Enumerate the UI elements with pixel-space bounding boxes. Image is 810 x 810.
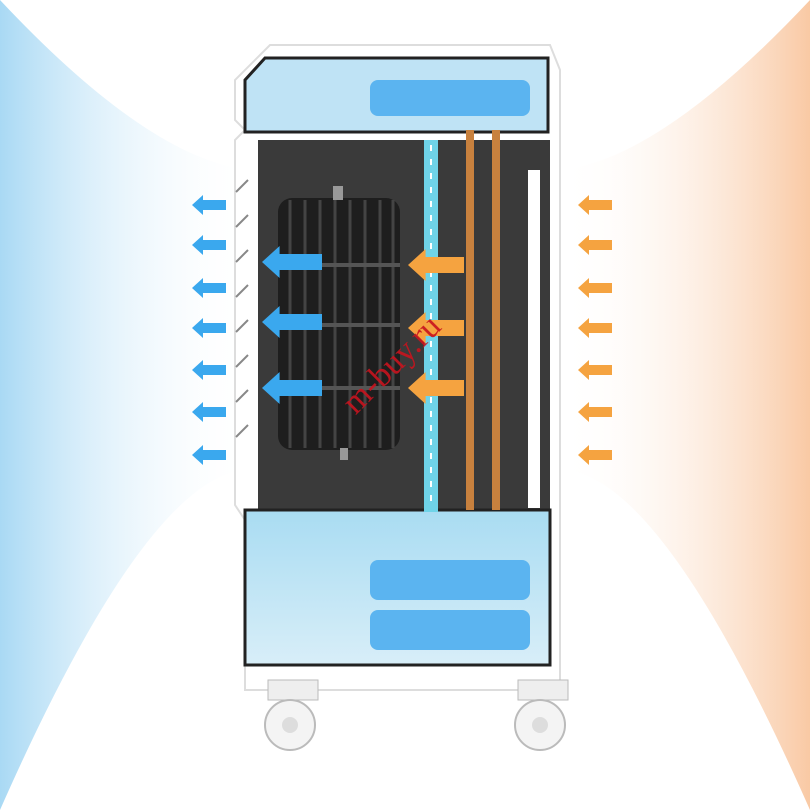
warm-air-arrow-icon (578, 445, 612, 465)
ice-pack-2 (370, 610, 530, 650)
copper-pipe-2 (492, 130, 500, 510)
warm-air-flow (560, 0, 810, 810)
warm-air-arrow-icon (408, 312, 464, 344)
warm-air-arrow-icon (578, 278, 612, 298)
wheel-right (514, 679, 569, 751)
cool-air-arrow-icon (262, 246, 322, 278)
ice-pack-top (370, 80, 530, 116)
warm-air-arrow-icon (578, 360, 612, 380)
cool-air-arrow-icon (192, 278, 226, 298)
cool-air-arrow-icon (192, 402, 226, 422)
cool-air-flow (0, 0, 250, 810)
warm-air-arrow-icon (578, 402, 612, 422)
warm-air-arrow-icon (578, 235, 612, 255)
warm-air-arrow-icon (408, 372, 464, 404)
air-grille (235, 179, 249, 438)
warm-air-arrow-icon (408, 249, 464, 281)
cool-air-arrow-icon (192, 445, 226, 465)
ice-pack-1 (370, 560, 530, 600)
cool-air-arrow-icon (262, 306, 322, 338)
cool-air-arrow-icon (192, 195, 226, 215)
copper-pipe-1 (466, 130, 474, 510)
warm-air-arrow-icon (578, 318, 612, 338)
warm-air-arrow-icon (578, 195, 612, 215)
wheel-left (264, 679, 319, 751)
cool-air-arrow-icon (192, 318, 226, 338)
white-bar (528, 170, 540, 508)
cool-air-arrow-icon (192, 235, 226, 255)
cool-air-arrow-icon (192, 360, 226, 380)
cool-air-arrow-icon (262, 372, 322, 404)
